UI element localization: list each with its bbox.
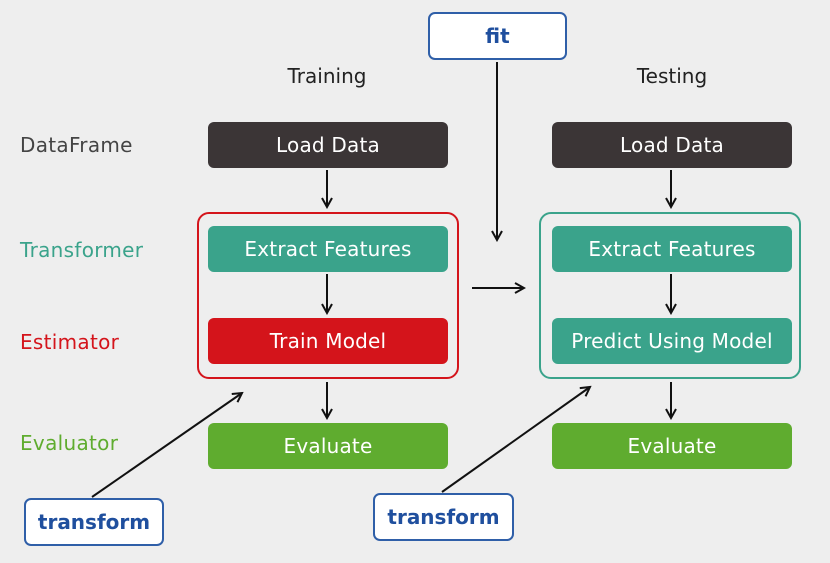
training-load-data-box: Load Data	[208, 122, 448, 168]
training-pipeline-group	[197, 212, 459, 379]
arrow-transform-left	[91, 393, 242, 498]
training-column-title: Training	[287, 64, 367, 88]
testing-extract-features-box: Extract Features	[552, 226, 792, 272]
arrow-transform-right	[441, 387, 590, 493]
testing-predict-model-box: Predict Using Model	[552, 318, 792, 364]
testing-pipeline-group	[539, 212, 801, 379]
testing-load-data-box: Load Data	[552, 122, 792, 168]
row-label-estimator: Estimator	[20, 330, 120, 354]
testing-evaluate-box: Evaluate	[552, 423, 792, 469]
training-extract-features-box: Extract Features	[208, 226, 448, 272]
row-label-transformer: Transformer	[20, 238, 144, 262]
testing-column-title: Testing	[636, 64, 708, 88]
training-evaluate-box: Evaluate	[208, 423, 448, 469]
fit-tag: fit	[428, 12, 567, 60]
row-label-evaluator: Evaluator	[20, 431, 119, 455]
row-label-dataframe: DataFrame	[20, 133, 133, 157]
training-train-model-box: Train Model	[208, 318, 448, 364]
transform-tag-right: transform	[373, 493, 514, 541]
transform-tag-left: transform	[24, 498, 164, 546]
